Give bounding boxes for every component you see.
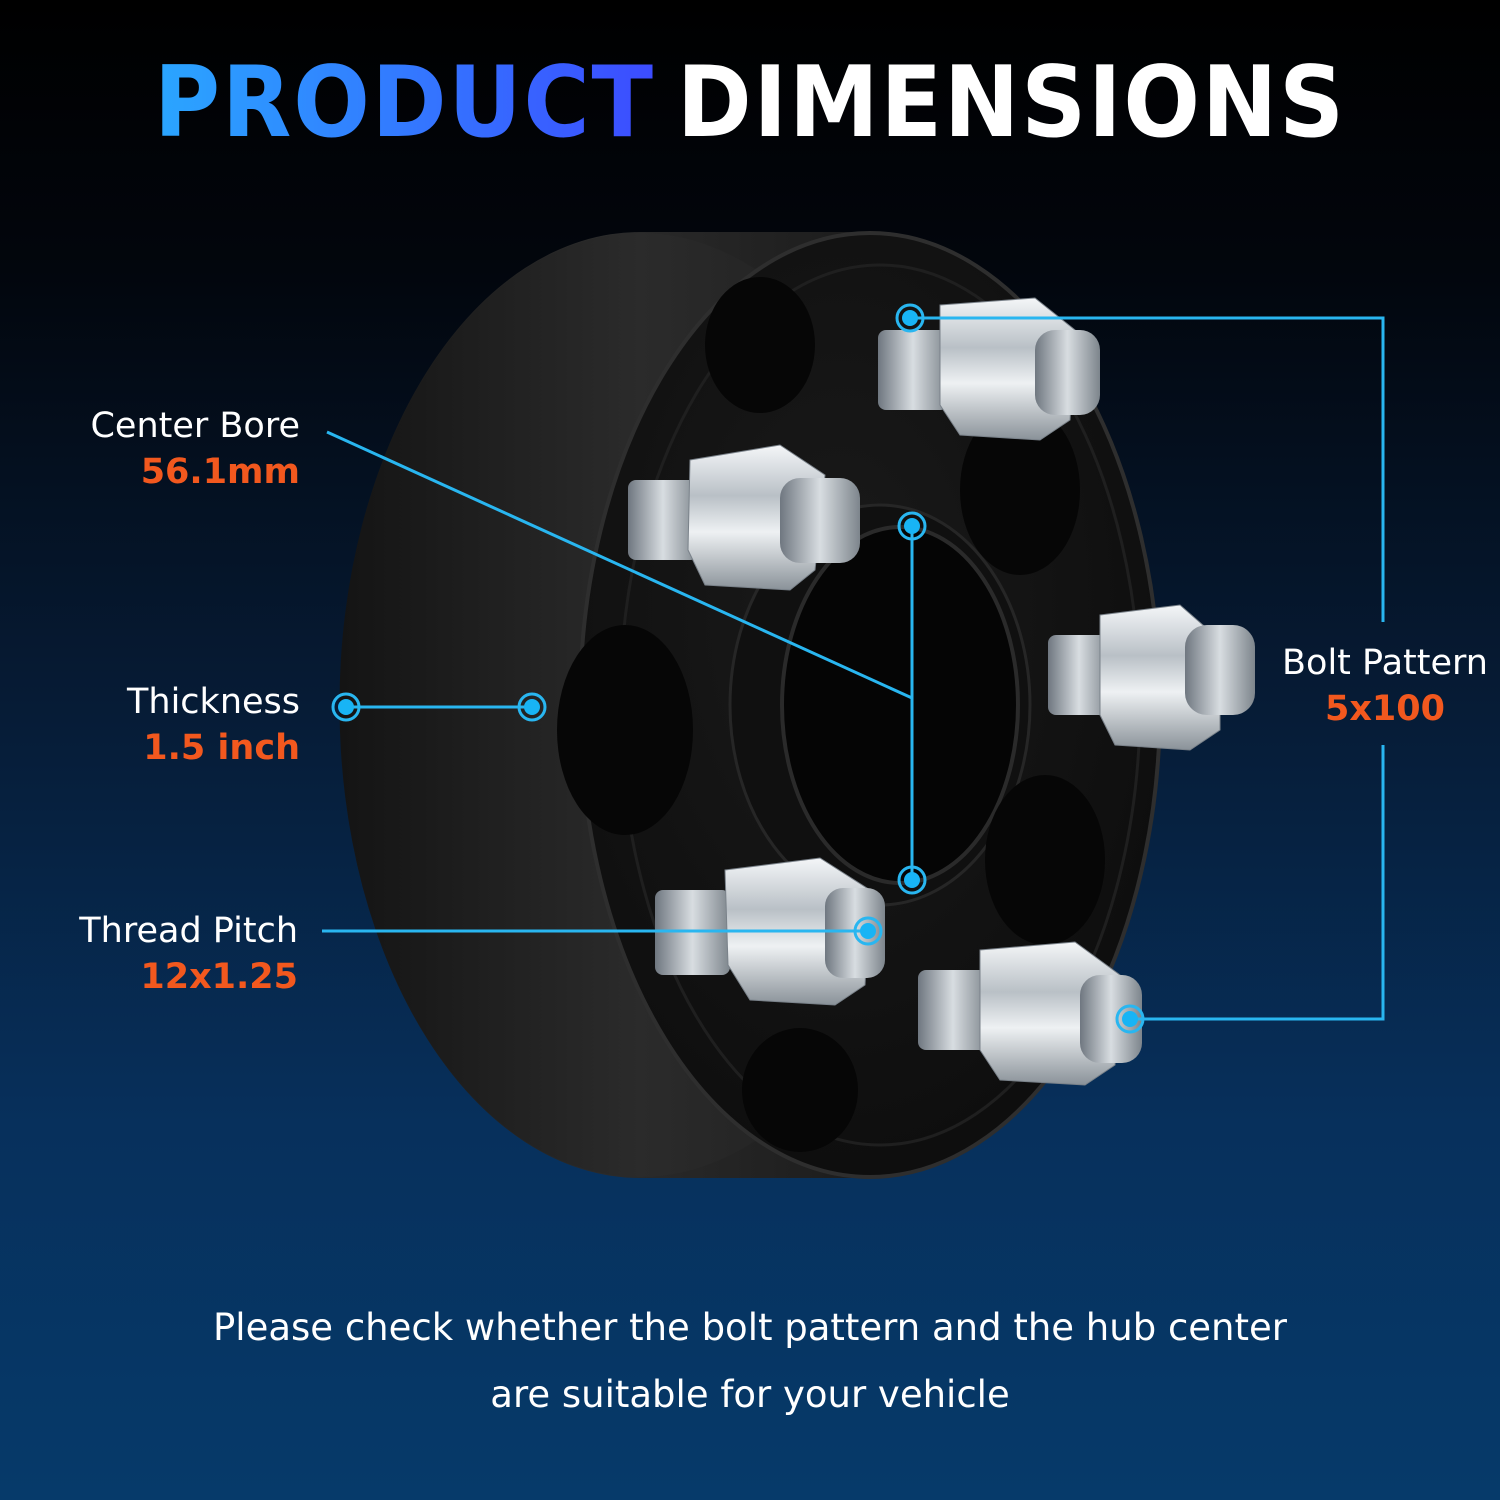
bolt-pattern-label: Bolt Pattern (1282, 643, 1488, 683)
thread-pitch-label: Thread Pitch (79, 911, 298, 951)
center-bore-leader (326, 430, 913, 700)
lug-stud-2 (628, 444, 860, 591)
dot-icon (1115, 1004, 1145, 1034)
callout-center-bore: Center Bore 56.1mm (40, 404, 300, 496)
compatibility-note-line-1: Please check whether the bolt pattern an… (213, 1306, 1287, 1349)
bolt-pattern-bracket-top (910, 316, 1385, 622)
compatibility-note-line-2: are suitable for your vehicle (490, 1373, 1010, 1416)
dot-icon (897, 511, 927, 541)
dot-icon (897, 865, 927, 895)
callout-lines (322, 316, 1385, 1021)
thickness-value: 1.5 inch (143, 728, 300, 768)
callout-dots (331, 303, 1145, 1034)
bolt-pattern-value: 5x100 (1325, 689, 1445, 729)
title-dimensions: DIMENSIONS (676, 46, 1346, 160)
title-product: PRODUCT (154, 46, 655, 160)
dot-icon (517, 692, 547, 722)
dot-icon (853, 916, 883, 946)
bolt-pattern-bracket-bottom (1130, 745, 1385, 1021)
lug-stud-1 (878, 297, 1100, 441)
thickness-label: Thickness (127, 682, 300, 722)
center-bore-value: 56.1mm (140, 452, 300, 492)
lug-stud-3 (1048, 604, 1255, 751)
dot-icon (895, 303, 925, 333)
center-bore-label: Center Bore (90, 406, 300, 446)
lug-stud-5 (918, 941, 1142, 1086)
callout-thread-pitch: Thread Pitch 12x1.25 (30, 909, 298, 1001)
callout-thickness: Thickness 1.5 inch (40, 680, 300, 772)
dot-icon (331, 692, 361, 722)
thread-pitch-value: 12x1.25 (140, 957, 298, 997)
callout-bolt-pattern: Bolt Pattern 5x100 (1270, 641, 1500, 733)
